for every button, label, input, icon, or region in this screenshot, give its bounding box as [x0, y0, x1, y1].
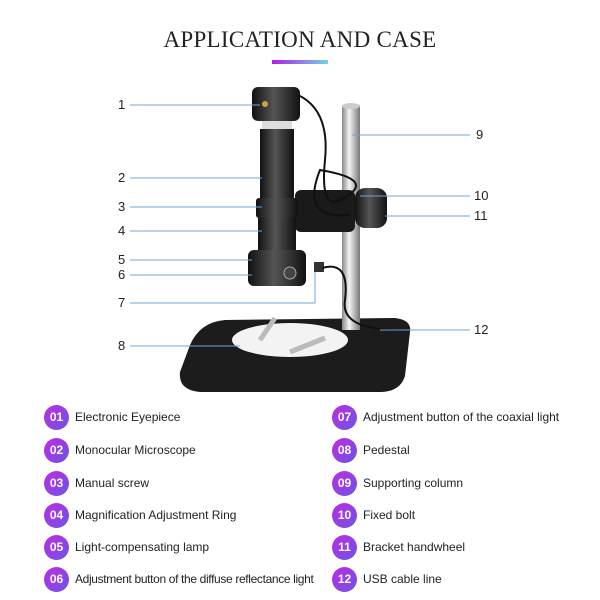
- legend-label: Adjustment button of the coaxial light: [363, 410, 560, 424]
- number-badge: 11: [332, 534, 357, 560]
- microscope-body: [248, 87, 324, 286]
- legend-item: 05 Light-compensating lamp: [44, 534, 209, 560]
- title-underline: [272, 60, 328, 64]
- number-badge: 07: [332, 404, 357, 430]
- legend-item: 10 Fixed bolt: [332, 502, 415, 528]
- callout-10: 10: [474, 188, 489, 203]
- legend-item: 12 USB cable line: [332, 566, 442, 592]
- microscope-illustration: [130, 87, 470, 392]
- legend-item: 08 Pedestal: [332, 437, 410, 463]
- callout-11: 11: [474, 208, 488, 223]
- bracket: [295, 188, 387, 232]
- callout-4: 4: [118, 223, 126, 238]
- number-badge: 04: [44, 502, 69, 528]
- callout-2: 2: [118, 170, 126, 185]
- legend-item: 09 Supporting column: [332, 470, 463, 496]
- legend-label: USB cable line: [363, 572, 442, 586]
- callout-lines: [130, 104, 470, 347]
- legend-label: Pedestal: [363, 443, 410, 457]
- callout-6: 6: [118, 267, 126, 282]
- legend-item: 07 Adjustment button of the coaxial light: [332, 404, 559, 430]
- callout-5: 5: [118, 252, 126, 267]
- callout-1: 1: [118, 97, 126, 112]
- legend-item: 04 Magnification Adjustment Ring: [44, 502, 236, 528]
- legend-item: 06 Adjustment button of the diffuse refle…: [44, 566, 314, 592]
- callout-8: 8: [118, 338, 126, 353]
- legend-label: Light-compensating lamp: [75, 540, 210, 554]
- legend-label: Manual screw: [75, 476, 150, 490]
- page-title: APPLICATION AND CASE: [163, 27, 437, 52]
- callout-9: 9: [476, 127, 484, 142]
- number-badge: 12: [332, 566, 357, 592]
- legend-label: Supporting column: [363, 476, 464, 490]
- legend-label: Monocular Microscope: [75, 443, 196, 457]
- legend-item: 01 Electronic Eyepiece: [44, 404, 180, 430]
- number-badge: 03: [44, 470, 69, 496]
- number-badge: 09: [332, 470, 357, 496]
- callout-7: 7: [118, 295, 126, 310]
- number-badge: 06: [44, 566, 69, 592]
- legend-item: 02 Monocular Microscope: [44, 437, 196, 463]
- number-badge: 08: [332, 437, 357, 463]
- legend-item: 11 Bracket handwheel: [332, 534, 465, 560]
- number-badge: 01: [44, 404, 69, 430]
- pedestal: [179, 316, 411, 392]
- legend-item: 03 Manual screw: [44, 470, 149, 496]
- number-badge: 10: [332, 502, 357, 528]
- legend-label: Electronic Eyepiece: [75, 410, 181, 424]
- legend-label: Fixed bolt: [363, 508, 416, 522]
- legend-label: Adjustment button of the diffuse reflect…: [75, 572, 314, 586]
- number-badge: 02: [44, 437, 69, 463]
- legend-label: Bracket handwheel: [363, 540, 466, 554]
- callout-3: 3: [118, 199, 126, 214]
- legend-label: Magnification Adjustment Ring: [75, 508, 237, 522]
- usb-cable: [297, 94, 401, 331]
- number-badge: 05: [44, 534, 69, 560]
- callout-12: 12: [474, 322, 489, 337]
